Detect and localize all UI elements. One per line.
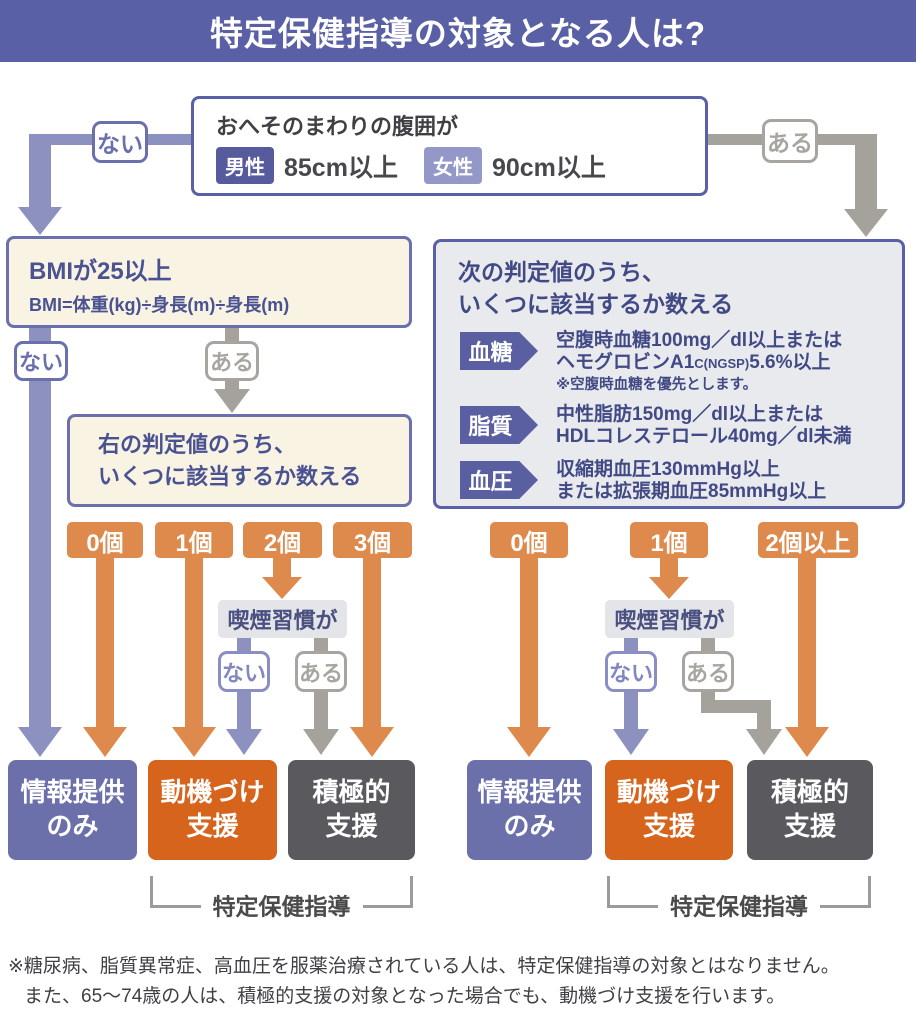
header-bar: 特定保健指導の対象となる人は? <box>0 0 916 62</box>
arrow-shaft-right-0 <box>520 558 538 728</box>
arrow-down-left-1-icon <box>172 727 216 757</box>
criteria-text-blood-sugar: 空腹時血糖100mg／dl以上または ヘモグロビンA1C(NGSP)5.6%以上… <box>556 330 843 393</box>
count-badge-left-0: 0個 <box>67 522 143 558</box>
count-badge-left-1: 1個 <box>155 522 233 558</box>
arrow-down-left-0-icon <box>83 727 127 757</box>
arrow-down-bmi-yes-icon <box>214 389 250 413</box>
arrow-down-right-1-icon <box>649 577 689 599</box>
arrow-shaft-left-3 <box>363 558 381 728</box>
count-box-left: 右の判定値のうち、 いくつに該当するか数える <box>67 414 412 507</box>
result-motivation-right: 動機づけ支援 <box>605 760 733 860</box>
arrow-shaft-left-2 <box>273 558 291 578</box>
female-badge: 女性 <box>423 147 482 184</box>
arrow-shaft-left-1 <box>185 558 203 728</box>
result-active-right: 積極的支援 <box>747 760 873 860</box>
result-motivation-left: 動機づけ支援 <box>148 760 277 860</box>
arrow-shaft-left-0 <box>96 558 114 728</box>
smoking-right-yes-elbow <box>701 700 771 713</box>
bmi-formula: BMI=体重(kg)÷身長(m)÷身長(m) <box>29 295 290 315</box>
bmi-box: BMIが25以上 BMI=体重(kg)÷身長(m)÷身長(m) <box>6 236 412 328</box>
footnote: ※糖尿病、脂質異常症、高血圧を服薬治療されている人は、特定保健指導の対象とはなり… <box>8 952 910 1013</box>
criteria-small-text: C(NGSP) <box>694 356 750 372</box>
count-box-left-line1: 右の判定値のうち、 <box>98 432 297 457</box>
count-badge-left-2: 2個 <box>243 522 322 558</box>
arrow-down-right-0-icon <box>507 727 551 757</box>
bracket-right: 特定保健指導 <box>607 876 871 922</box>
male-value: 85cm以上 <box>284 153 398 182</box>
branch-label-yes-bmi: ある <box>205 341 259 381</box>
arrow-shaft-right-1 <box>660 558 678 578</box>
arrow-down-left-3-icon <box>350 727 394 757</box>
criteria-badge-blood-sugar: 血糖 <box>460 332 538 370</box>
arrow-down-smoking-left-yes-icon <box>303 729 339 755</box>
count-badge-left-3: 3個 <box>333 522 412 558</box>
branch-label-no-top: ない <box>92 121 148 163</box>
arrow-down-smoking-left-no-icon <box>226 729 262 755</box>
bracket-label-left: 特定保健指導 <box>200 887 363 922</box>
count-badge-right-1: 1個 <box>630 522 708 558</box>
criteria-title-line2: いくつに該当するか数える <box>458 291 734 318</box>
branch-label-no-bmi: ない <box>14 341 68 381</box>
criteria-badge-blood-pressure: 血圧 <box>460 461 538 499</box>
result-info-right: 情報提供のみ <box>467 760 592 860</box>
arrow-down-right-2plus-icon <box>785 727 829 757</box>
connector-yes-vertical <box>855 134 877 210</box>
criteria-badge-lipid: 脂質 <box>460 406 538 444</box>
page-title: 特定保健指導の対象となる人は? <box>209 15 707 52</box>
arrow-down-smoking-right-no-icon <box>613 729 649 755</box>
criteria-text-lipid: 中性脂肪150mg／dl以上または HDLコレステロール40mg／dl未満 <box>556 404 852 448</box>
arrow-shaft-right-2plus <box>798 558 816 728</box>
waist-box: おへそのまわりの腹囲が 男性 85cm以上 女性 90cm以上 <box>191 96 708 196</box>
smoking-right-yes-shaft2 <box>757 700 771 730</box>
smoking-box-left: 喫煙習慣が <box>218 600 347 638</box>
arrow-down-left-2-icon <box>262 577 302 599</box>
criteria-note: ※空腹時血糖を優先とします。 <box>556 376 758 393</box>
smoking-box-right: 喫煙習慣が <box>605 600 734 638</box>
branch-label-yes-top: ある <box>762 119 818 163</box>
male-badge: 男性 <box>216 147 274 184</box>
waist-heading: おへそのまわりの腹囲が <box>216 114 459 139</box>
connector-no-vertical <box>29 134 51 208</box>
footnote-line1: ※糖尿病、脂質異常症、高血圧を服薬治療されている人は、特定保健指導の対象とはなり… <box>8 956 840 977</box>
female-value: 90cm以上 <box>491 153 606 182</box>
result-info-left: 情報提供のみ <box>8 760 137 860</box>
criteria-panel: 次の判定値のうち、 いくつに該当するか数える 血糖 空腹時血糖100mg／dl以… <box>433 239 905 509</box>
footnote-line2: また、65〜74歳の人は、積極的支援の対象となった場合でも、動機づけ支援を行いま… <box>24 986 786 1008</box>
count-badge-right-0: 0個 <box>490 522 568 558</box>
smoking-label-left-no: ない <box>218 651 270 692</box>
count-badge-right-2plus: 2個以上 <box>758 522 858 558</box>
smoking-label-right-no: ない <box>605 651 657 692</box>
criteria-title-line1: 次の判定値のうち、 <box>458 259 665 285</box>
smoking-label-right-yes: ある <box>682 651 734 692</box>
arrow-down-yes-icon <box>844 209 888 237</box>
smoking-label-left-yes: ある <box>295 651 347 692</box>
bracket-label-right: 特定保健指導 <box>658 887 820 922</box>
bmi-title: BMIが25以上 <box>29 258 172 285</box>
arrow-down-no-icon <box>18 207 62 235</box>
arrow-down-smoking-right-yes-icon <box>746 729 782 755</box>
bracket-left: 特定保健指導 <box>150 876 413 922</box>
arrow-down-bmi-no-icon <box>18 727 62 757</box>
criteria-text-blood-pressure: 収縮期血圧130mmHg以上 または拡張期血圧85mmHg以上 <box>556 459 827 503</box>
result-active-left: 積極的支援 <box>288 760 415 860</box>
count-box-left-line2: いくつに該当するか数える <box>98 463 362 489</box>
connector-bmi-no-vertical <box>29 328 51 728</box>
